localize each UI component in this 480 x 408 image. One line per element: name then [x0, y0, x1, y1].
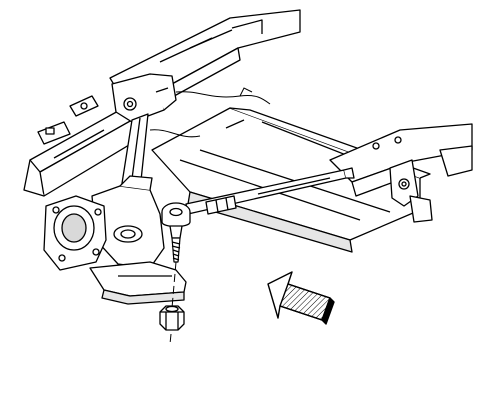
- steering-knuckle: [91, 175, 165, 269]
- brake-line: [149, 87, 271, 138]
- direction-arrow: [267, 271, 335, 325]
- outer-tie-rod-end: [161, 202, 191, 239]
- alignment-line: [169, 261, 177, 345]
- frame-rail-right: [329, 123, 473, 223]
- brake-backing-plate: [43, 195, 107, 271]
- castle-nut: [159, 305, 185, 331]
- lower-control-arm: [89, 261, 187, 305]
- stud: [171, 237, 181, 263]
- upper-control-arm-bracket: [111, 73, 177, 197]
